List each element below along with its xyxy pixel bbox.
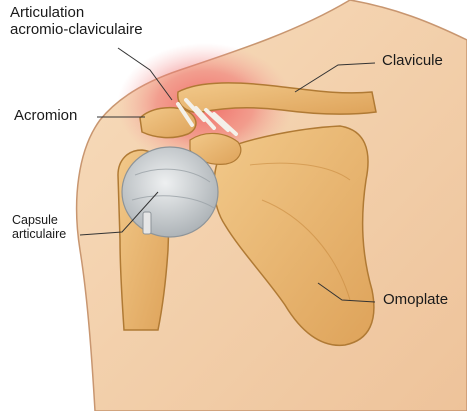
label-capsule: Capsule articulaire [12, 213, 66, 241]
label-clavicle: Clavicule [382, 53, 443, 70]
label-scapula: Omoplate [383, 292, 448, 309]
biceps-tendon [143, 212, 151, 234]
label-ac-joint: Articulation acromio-claviculaire [10, 5, 143, 39]
joint-capsule [122, 147, 218, 237]
acromion-bone [140, 108, 196, 138]
label-capsule-line1: Capsule [12, 213, 66, 227]
label-acromion: Acromion [14, 108, 77, 125]
label-ac-joint-line1: Articulation [10, 5, 143, 22]
label-ac-joint-line2: acromio-claviculaire [10, 22, 143, 39]
label-capsule-line2: articulaire [12, 227, 66, 241]
